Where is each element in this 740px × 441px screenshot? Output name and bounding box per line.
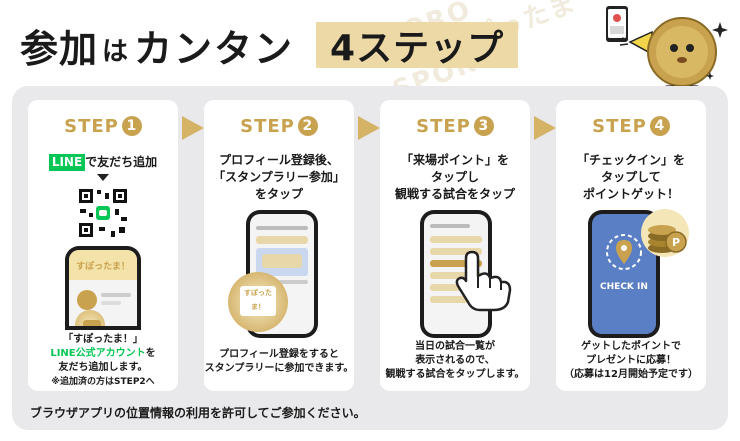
down-arrow-icon — [97, 174, 109, 181]
next-arrow-icon — [358, 116, 380, 140]
point-coins-icon: P — [641, 209, 689, 257]
step-description: ゲットしたポイントで プレゼントに応募！ （応募は12月開始予定です） — [564, 341, 698, 380]
next-arrow-icon — [534, 116, 556, 140]
sparkle-icon — [706, 22, 728, 80]
title-part2: は — [102, 36, 129, 67]
title-part1: 参加 — [20, 26, 99, 71]
add-friend-button[interactable] — [83, 320, 101, 326]
next-arrow-icon — [182, 116, 204, 140]
page-title: 参加 は カンタン 4ステップ — [20, 20, 519, 71]
checkin-button[interactable]: CHECK IN — [600, 282, 648, 292]
step-description: プロフィール登録をすると スタンプラリーに参加できます。 — [204, 349, 354, 374]
location-pin-icon — [606, 234, 642, 270]
step-note: ※追加済の方はSTEP2へ — [51, 377, 155, 387]
step-number: 3 — [473, 116, 494, 136]
step-instruction: 「来場ポイント」を タップし 観戦する試合をタップ — [394, 153, 515, 201]
match-list-item[interactable] — [430, 260, 482, 267]
highlight-circle: すぽったま！ — [228, 272, 288, 332]
step-instruction: プロフィール登録後、 「スタンプラリー参加」 をタップ — [213, 153, 345, 201]
qr-code[interactable] — [77, 187, 129, 239]
title-steps-box: 4ステップ — [316, 22, 519, 69]
title-part3: カンタン — [134, 26, 295, 71]
step-description: 当日の試合一覧が 表示されるので、 観戦する試合をタップします。 — [385, 341, 525, 380]
smartphone-icon — [606, 6, 628, 42]
step-number: 1 — [121, 116, 142, 136]
step-instruction: 「チェックイン」を タップして ポイントゲット！ — [576, 153, 685, 201]
phone-mockup — [420, 210, 492, 338]
app-banner: すぽったま！ — [69, 250, 137, 280]
phone-mockup: すぽったま！ — [65, 246, 141, 330]
stamp-rally-button[interactable]: すぽったま！ — [240, 286, 276, 316]
avatar — [77, 290, 97, 310]
line-badge: LINE — [48, 154, 86, 171]
svg-text:P: P — [672, 236, 680, 249]
tap-hand-icon — [455, 250, 512, 312]
step-description: 「すぽったま！」 LINE公式アカウントを 友だち追加します。 ※追加済の方はS… — [28, 333, 178, 389]
step-number: 4 — [649, 116, 670, 136]
step-number: 2 — [297, 116, 318, 136]
location-permission-note: ブラウザアプリの位置情報の利用を許可してご参加ください。 — [30, 406, 366, 420]
